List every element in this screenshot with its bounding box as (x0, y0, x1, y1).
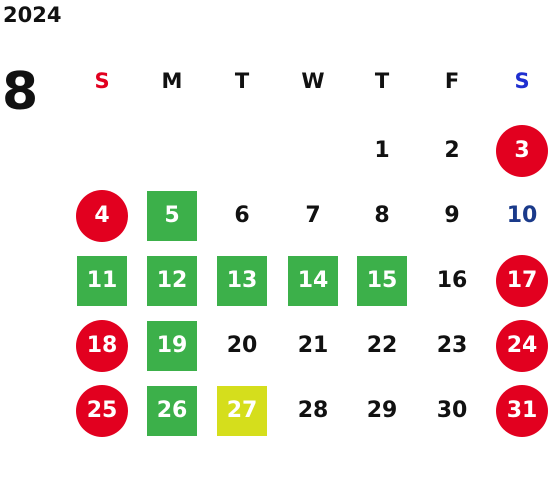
calendar-year: 2024 (3, 3, 62, 27)
day-10: 10 (506, 203, 538, 228)
day-17: 17 (496, 255, 548, 307)
weekday-monday: M (161, 69, 183, 93)
day-25: 25 (76, 385, 128, 437)
day-27: 27 (217, 386, 267, 436)
day-8: 8 (374, 203, 390, 228)
day-12: 12 (147, 256, 197, 306)
day-6: 6 (234, 203, 250, 228)
calendar-month: 8 (2, 62, 39, 122)
day-9: 9 (444, 203, 460, 228)
day-31: 31 (496, 385, 548, 437)
day-24: 24 (496, 320, 548, 372)
day-26: 26 (147, 386, 197, 436)
weekday-sunday: S (94, 69, 110, 93)
weekday-thursday: T (374, 69, 390, 93)
weekday-saturday: S (514, 69, 530, 93)
day-3: 3 (496, 125, 548, 177)
day-30: 30 (436, 398, 468, 423)
day-20: 20 (226, 333, 258, 358)
day-4: 4 (76, 190, 128, 242)
day-22: 22 (366, 333, 398, 358)
day-5: 5 (147, 191, 197, 241)
day-19: 19 (147, 321, 197, 371)
day-11: 11 (77, 256, 127, 306)
day-18: 18 (76, 320, 128, 372)
day-7: 7 (305, 203, 321, 228)
day-2: 2 (444, 138, 460, 163)
day-23: 23 (436, 333, 468, 358)
day-21: 21 (297, 333, 329, 358)
day-29: 29 (366, 398, 398, 423)
day-1: 1 (374, 138, 390, 163)
day-15: 15 (357, 256, 407, 306)
weekday-wednesday: W (301, 69, 325, 93)
day-14: 14 (288, 256, 338, 306)
day-13: 13 (217, 256, 267, 306)
weekday-friday: F (444, 69, 460, 93)
day-16: 16 (436, 268, 468, 293)
day-28: 28 (297, 398, 329, 423)
weekday-tuesday: T (234, 69, 250, 93)
